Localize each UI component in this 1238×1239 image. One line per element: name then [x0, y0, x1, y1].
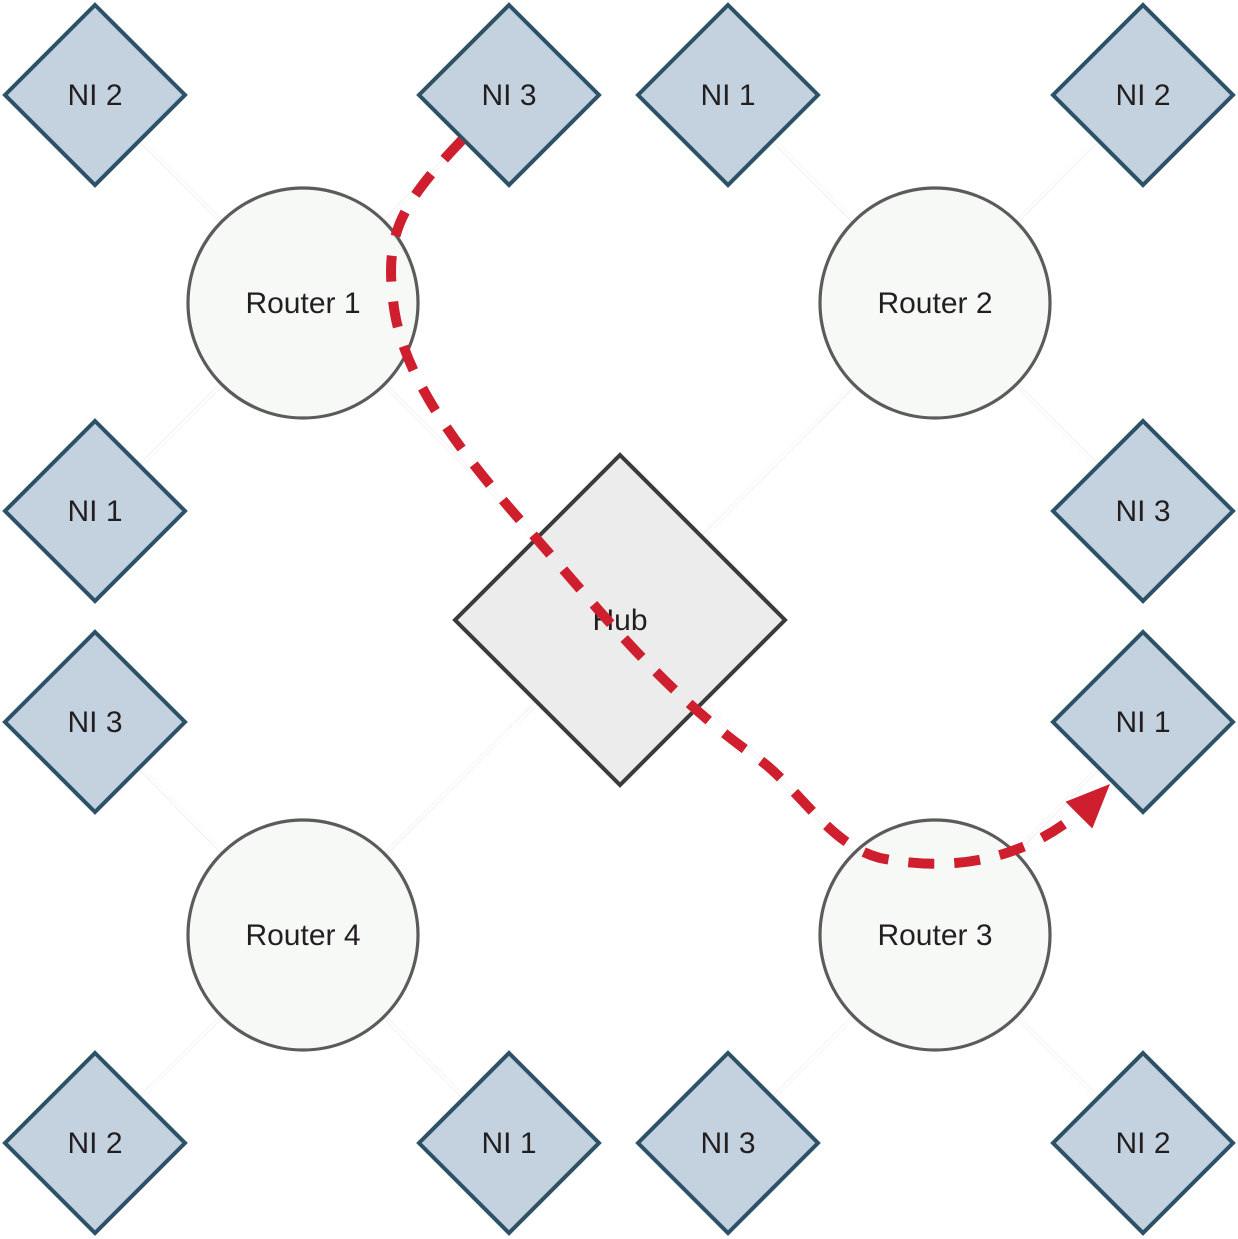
ni-diamond-shape [2, 418, 188, 604]
router-label: Router 4 [245, 919, 360, 952]
link-router-3-r3-ni2-core [1015, 1015, 1099, 1099]
link-router-1-r1-ni2-core [139, 139, 223, 223]
router-node-router-3[interactable]: Router 3 [818, 818, 1052, 1052]
ni-node-r3-ni2[interactable]: NI 2 [1050, 1050, 1236, 1236]
ni-diamond-shape [2, 1050, 188, 1236]
ni-label: NI 1 [67, 495, 122, 528]
ni-label: NI 3 [481, 79, 536, 112]
ni-label: NI 2 [67, 79, 122, 112]
router-nodes: Router 1 Router 2 Router 3 Router 4 [186, 186, 1052, 1052]
link-router-2-r2-ni3-core [1015, 383, 1099, 467]
ni-label: NI 3 [700, 1127, 755, 1160]
link-router-4-hub-core [383, 701, 538, 856]
router-node-router-2[interactable]: Router 2 [818, 186, 1052, 420]
router-label: Router 3 [877, 919, 992, 952]
ni-diamond-shape [2, 629, 188, 815]
link-router-4-r4-ni1-core [382, 1015, 465, 1099]
router-circle-shape [186, 186, 420, 420]
ni-label: NI 1 [481, 1127, 536, 1160]
ni-node-r4-ni2[interactable]: NI 2 [2, 1050, 188, 1236]
ni-node-r3-ni1[interactable]: NI 1 [1050, 629, 1236, 815]
router-node-router-1[interactable]: Router 1 [186, 186, 420, 420]
ni-diamond-shape [1050, 1050, 1236, 1236]
ni-label: NI 1 [1115, 706, 1170, 739]
packet-flow-overlay [386, 136, 1110, 869]
router-label: Router 1 [245, 287, 360, 320]
ni-node-r1-ni3[interactable]: NI 3 [416, 2, 602, 188]
ni-diamond-shape [2, 2, 188, 188]
link-router-4-r4-ni3-core [138, 767, 224, 854]
ni-node-r2-ni3[interactable]: NI 3 [1050, 418, 1236, 604]
ni-diamond-shape [1050, 629, 1236, 815]
router-label: Router 2 [877, 287, 992, 320]
ni-label: NI 2 [1115, 79, 1170, 112]
ni-diamond-shape [1050, 2, 1236, 188]
ni-node-r4-ni1[interactable]: NI 1 [416, 1050, 602, 1236]
link-router-1-r1-ni1-core [139, 383, 223, 467]
router-circle-shape [186, 818, 420, 1052]
ni-label: NI 3 [67, 706, 122, 739]
link-router-2-hub-core [701, 383, 856, 538]
link-router-2-r2-ni2-core [1015, 139, 1099, 223]
packet-flow-arrowhead-icon [1065, 784, 1110, 829]
ni-diamond-shape [416, 2, 602, 188]
ni-node-r1-ni1[interactable]: NI 1 [2, 418, 188, 604]
ni-diamond-shape [635, 1050, 821, 1236]
ni-node-r2-ni2[interactable]: NI 2 [1050, 2, 1236, 188]
ni-label: NI 1 [700, 79, 755, 112]
link-router-2-r2-ni1-core [772, 139, 856, 223]
router-node-router-4[interactable]: Router 4 [186, 818, 420, 1052]
ni-diamond-shape [635, 2, 821, 188]
ni-label: NI 2 [1115, 1127, 1170, 1160]
ni-node-r2-ni1[interactable]: NI 1 [635, 2, 821, 188]
ni-label: NI 2 [67, 1127, 122, 1160]
ni-node-r3-ni3[interactable]: NI 3 [635, 1050, 821, 1236]
link-router-4-r4-ni2-core [139, 1015, 223, 1099]
ni-node-r1-ni2[interactable]: NI 2 [2, 2, 188, 188]
router-circle-shape [818, 818, 1052, 1052]
ni-label: NI 3 [1115, 495, 1170, 528]
ni-diamond-shape [416, 1050, 602, 1236]
link-router-3-r3-ni3-core [772, 1015, 856, 1099]
router-circle-shape [818, 186, 1052, 420]
link-router-3-r3-ni1-core [1014, 767, 1100, 854]
ni-diamond-shape [1050, 418, 1236, 604]
ni-node-r4-ni3[interactable]: NI 3 [2, 629, 188, 815]
